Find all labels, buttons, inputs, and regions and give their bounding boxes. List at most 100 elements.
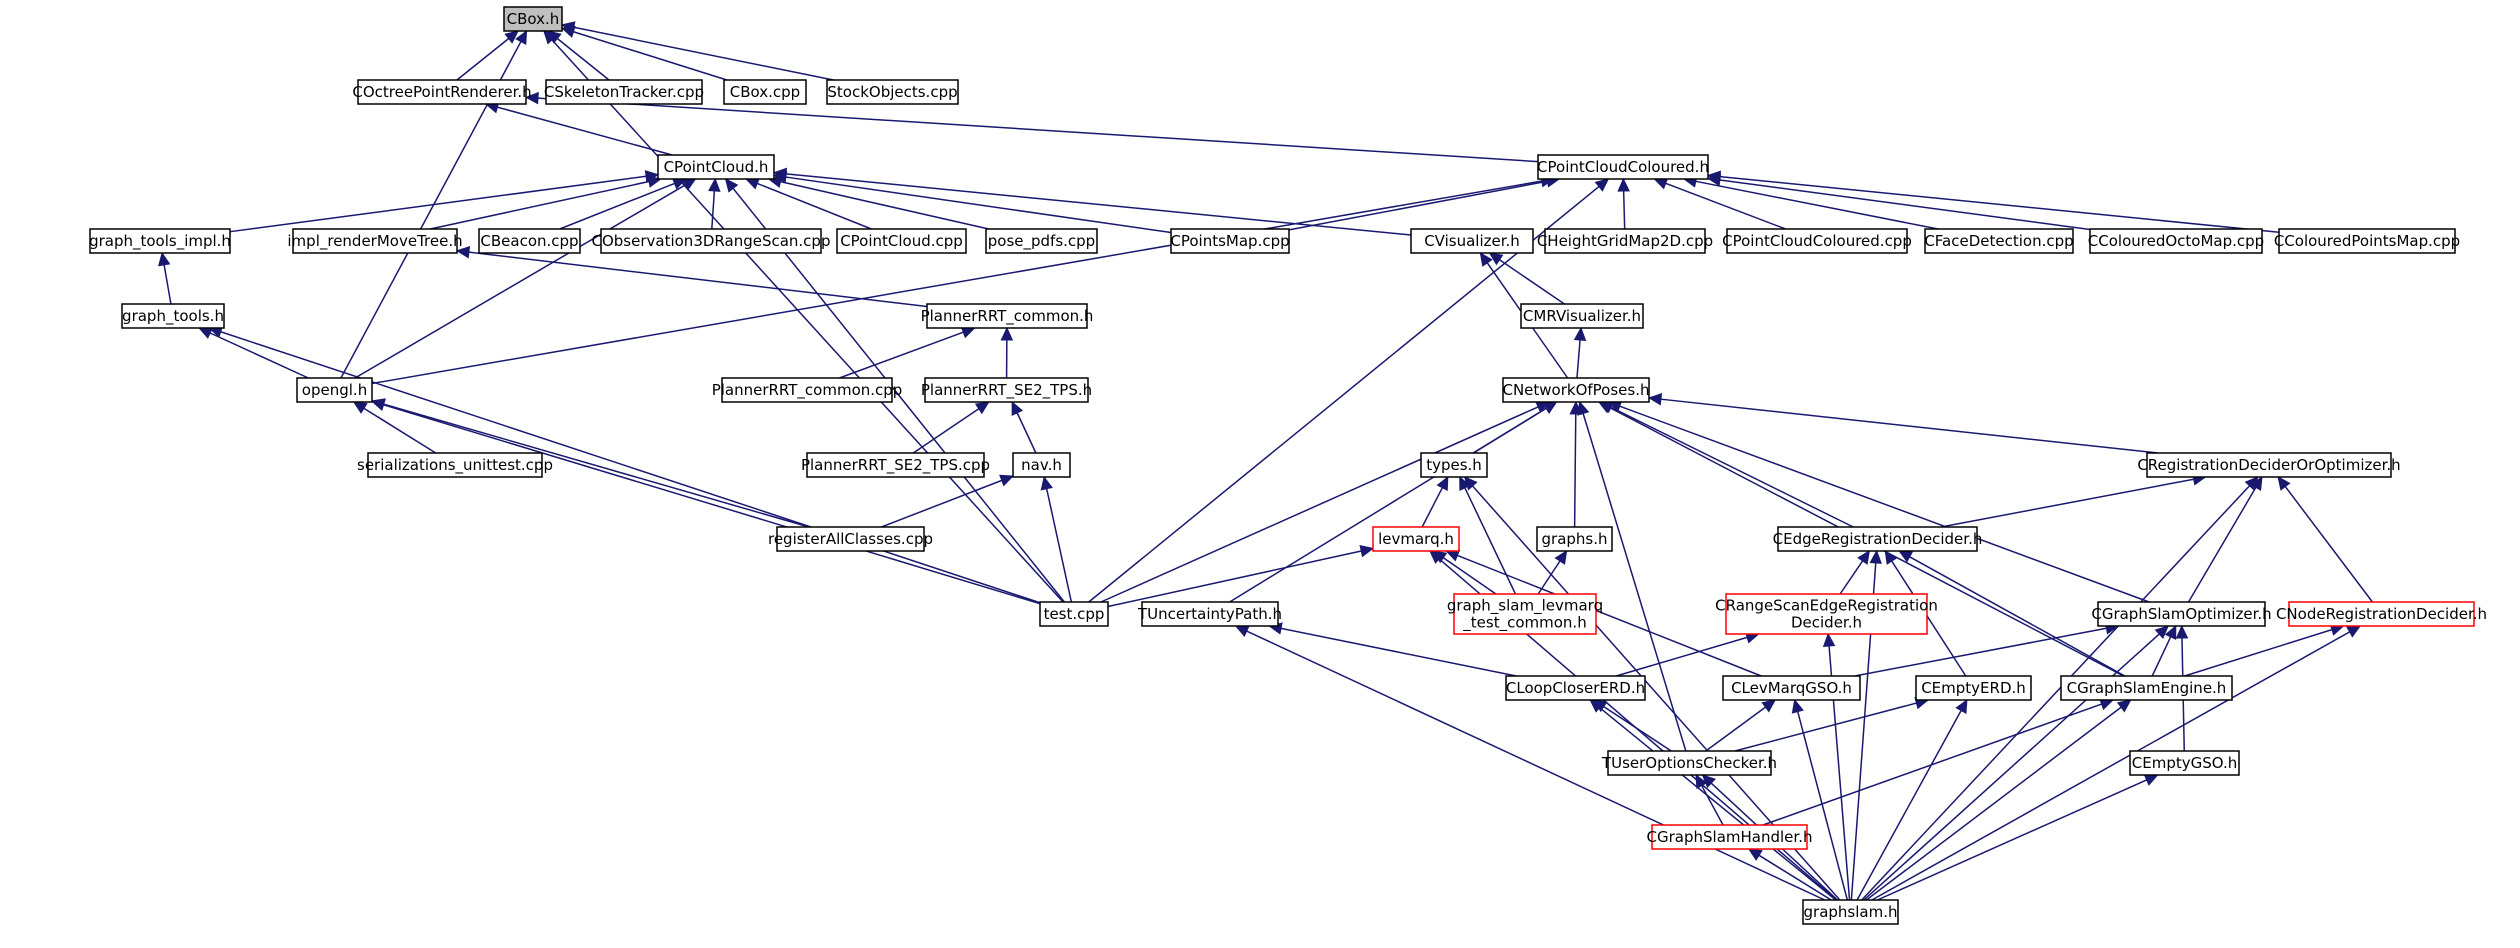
node-cvisualizer[interactable]: CVisualizer.h <box>1410 228 1534 254</box>
edge-line <box>220 331 1041 604</box>
node-nav[interactable]: nav.h <box>1012 452 1071 478</box>
edge-register-to-nav <box>881 474 1015 528</box>
node-cheightgrid[interactable]: CHeightGridMap2D.cpp <box>1537 228 1713 254</box>
node-pose-pdfs[interactable]: pose_pdfs.cpp <box>985 228 1098 254</box>
edge-line <box>573 31 728 81</box>
node-types[interactable]: types.h <box>1420 452 1488 478</box>
node-plannerrrt-se2-cpp[interactable]: PlannerRRT_SE2_TPS.cpp <box>801 452 990 478</box>
node-box <box>985 228 1098 254</box>
node-cpointcloud-cpp[interactable]: CPointCloud.cpp <box>836 228 967 254</box>
edge-line <box>383 404 1041 605</box>
edge-crangescan-to-cedgereg <box>1839 550 1871 595</box>
node-box <box>2278 228 2456 254</box>
node-label: CNodeRegistrationDecider.h <box>2276 605 2487 623</box>
node-cobs3d[interactable]: CObservation3DRangeScan.cpp <box>592 228 831 254</box>
arrowhead-icon <box>2244 476 2259 491</box>
node-box <box>1141 601 1279 627</box>
node-impl-render[interactable]: impl_renderMoveTree.h <box>287 228 463 254</box>
node-cpointcloud-h[interactable]: CPointCloud.h <box>657 154 775 180</box>
edge-testcpp-to-nav <box>1040 475 1073 603</box>
node-label: graph_tools.h <box>122 307 224 326</box>
node-label: CPointCloudColoured.cpp <box>1722 232 1912 250</box>
node-tuncert[interactable]: TUncertaintyPath.h <box>1137 601 1282 627</box>
node-plannerrrt-se2-h[interactable]: PlannerRRT_SE2_TPS.h <box>921 377 1092 403</box>
edge-cmrvis-to-cvisualizer <box>1488 252 1565 305</box>
node-gt-impl[interactable]: graph_tools_impl.h <box>89 228 231 254</box>
edge-line <box>1599 706 1837 901</box>
node-box <box>545 79 703 105</box>
node-label: PlannerRRT_SE2_TPS.cpp <box>801 456 990 475</box>
node-cgse[interactable]: CGraphSlamEngine.h <box>2060 675 2233 701</box>
arrowhead-icon <box>1577 400 1590 416</box>
edge-line <box>1576 339 1581 379</box>
node-stockobjects[interactable]: StockObjects.cpp <box>826 79 959 105</box>
node-cnodereg[interactable]: CNodeRegistrationDecider.h <box>2276 601 2487 627</box>
node-cbeacon[interactable]: CBeacon.cpp <box>478 228 581 254</box>
node-cgshandler[interactable]: CGraphSlamHandler.h <box>1647 824 1813 850</box>
node-cpcc-cpp[interactable]: CPointCloudColoured.cpp <box>1722 228 1912 254</box>
node-box <box>723 79 807 105</box>
node-cnetwork[interactable]: CNetworkOfPoses.h <box>1502 377 1650 403</box>
node-cpointsmap[interactable]: CPointsMap.cpp <box>1170 228 1290 254</box>
node-opengl[interactable]: opengl.h <box>296 377 373 403</box>
edge-testcpp-to-levmarq <box>1107 544 1375 608</box>
node-cgso[interactable]: CGraphSlamOptimizer.h <box>2091 601 2272 627</box>
node-cfacedet[interactable]: CFaceDetection.cpp <box>1924 228 2074 254</box>
node-cmrvis[interactable]: CMRVisualizer.h <box>1520 303 1644 329</box>
node-register[interactable]: registerAllClasses.cpp <box>768 526 933 552</box>
node-cemptygso[interactable]: CEmptyGSO.h <box>2129 750 2240 776</box>
edge-line <box>1758 854 1832 901</box>
node-label: CBox.h <box>507 10 560 28</box>
node-ccolpointsmap[interactable]: CColouredPointsMap.cpp <box>2274 228 2460 254</box>
node-label: CEdgeRegistrationDecider.h <box>1773 530 1983 548</box>
node-tuser[interactable]: TUserOptionsChecker.h <box>1601 750 1777 776</box>
node-box <box>2146 452 2392 478</box>
node-levmarq[interactable]: levmarq.h <box>1372 526 1460 552</box>
node-gsl-test[interactable]: graph_slam_levmarq_test_common.h <box>1447 593 1603 635</box>
edge-line <box>1045 488 1073 603</box>
edge-graphslam-to-cgshandler <box>1747 848 1832 901</box>
arrowhead-icon <box>504 30 519 44</box>
node-cemptyerd[interactable]: CEmptyERD.h <box>1915 675 2032 701</box>
node-box <box>1544 228 1706 254</box>
arrowhead-icon <box>2116 699 2132 713</box>
edge-line <box>1796 711 1849 901</box>
edge-cfacedet-to-cpcc_h <box>1682 175 1939 230</box>
edge-line <box>1288 180 1548 231</box>
arrowhead-icon <box>1857 550 1871 565</box>
edge-line <box>1499 259 1565 305</box>
node-creg-dec[interactable]: CRegistrationDeciderOrOptimizer.h <box>2137 452 2401 478</box>
edge-line <box>1100 406 1539 603</box>
node-serial[interactable]: serializations_unittest.cpp <box>357 452 553 478</box>
node-clevmarqgso[interactable]: CLevMarqGSO.h <box>1722 675 1861 701</box>
node-label: CObservation3DRangeScan.cpp <box>592 232 831 250</box>
node-plannerrrt-common-cpp[interactable]: PlannerRRT_common.cpp <box>712 377 903 403</box>
node-box <box>721 377 893 403</box>
node-box <box>503 6 563 32</box>
node-graphslam[interactable]: graphslam.h <box>1802 899 1899 925</box>
edge-line <box>430 180 650 230</box>
node-cskeleton[interactable]: CSkeletonTracker.cpp <box>544 79 704 105</box>
edge-testcpp-to-cpcc_h <box>1088 178 1610 603</box>
node-cedgereg[interactable]: CEdgeRegistrationDecider.h <box>1773 526 1983 552</box>
arrowhead-icon <box>1234 625 1250 637</box>
node-box <box>2129 750 2240 776</box>
node-coctree[interactable]: COctreePointRenderer.h <box>352 79 532 105</box>
node-testcpp[interactable]: test.cpp <box>1039 601 1109 627</box>
node-label: CEmptyGSO.h <box>2132 754 2237 772</box>
node-graphs-h[interactable]: graphs.h <box>1536 526 1613 552</box>
node-cpcc-h[interactable]: CPointCloudColoured.h <box>1537 154 1709 180</box>
node-plannerrrt-common-h[interactable]: PlannerRRT_common.h <box>921 303 1094 329</box>
edge-graph_tools-to-gt_impl <box>158 251 172 305</box>
edge-tuncert-to-cnetwork <box>1229 401 1558 603</box>
node-cbox-h: CBox.h <box>503 6 563 32</box>
node-cbox-cpp[interactable]: CBox.cpp <box>723 79 807 105</box>
edge-cheightgrid-to-cpcc_h <box>1617 177 1630 230</box>
arrowhead-icon <box>2346 625 2362 638</box>
node-ccoloctomap[interactable]: CColouredOctoMap.cpp <box>2088 228 2264 254</box>
edge-line <box>209 332 309 379</box>
node-graph-tools[interactable]: graph_tools.h <box>121 303 225 329</box>
node-cloopcloser[interactable]: CLoopCloserERD.h <box>1505 675 1646 701</box>
edge-plannerrrt_se2_cpp-to-plannerrrt_se2_h <box>912 401 990 454</box>
